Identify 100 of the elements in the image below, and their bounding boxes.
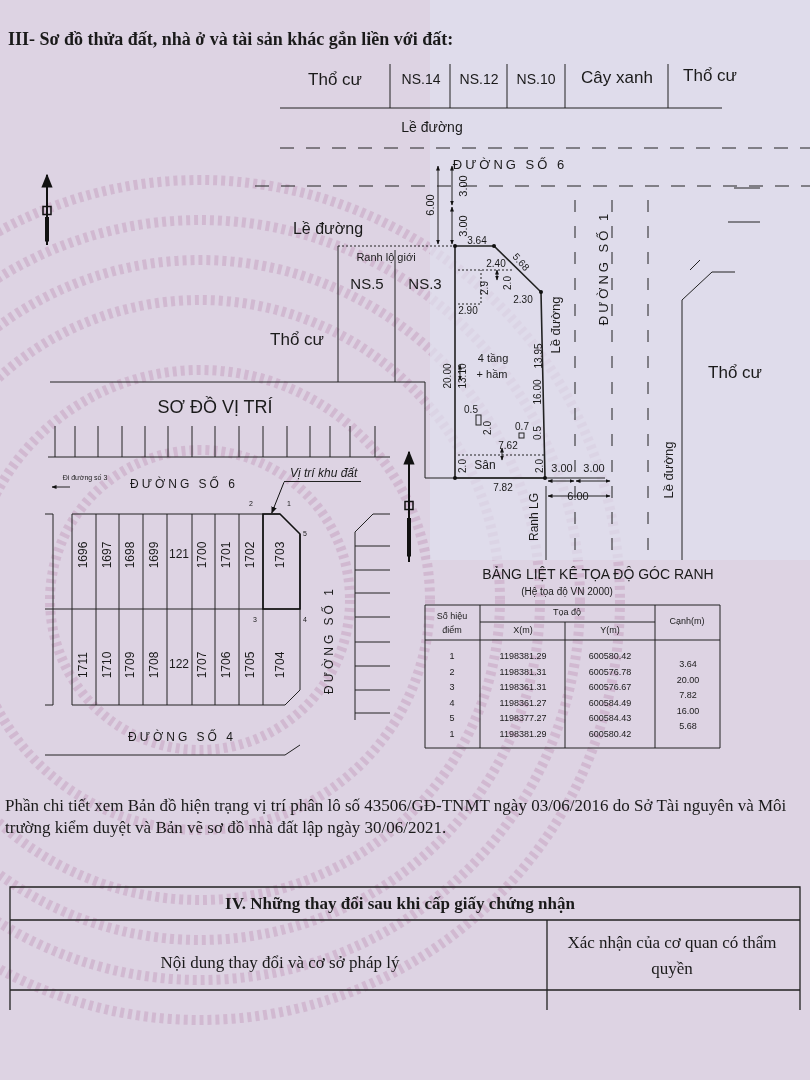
- table-cell: 1: [449, 652, 455, 662]
- dimension-label: 2.9: [478, 281, 490, 295]
- lot-number: 1710: [101, 651, 115, 679]
- table-cell: 5.68: [679, 722, 697, 732]
- dimension-label: 16.00: [531, 379, 543, 405]
- table-cell: 7.82: [679, 691, 697, 701]
- table-cell: 1198377.27: [499, 714, 547, 724]
- lot-number: 1703: [274, 541, 288, 569]
- dimension-label: 2.0: [456, 459, 468, 473]
- leader-line: [271, 481, 285, 514]
- area-label: Cây xanh: [581, 68, 653, 88]
- dimension-label: 0.7: [515, 420, 529, 432]
- table-cell: 600584.43: [588, 714, 632, 724]
- sidewalk-label: Lề đường: [548, 296, 564, 354]
- table-cell: 3: [449, 683, 455, 693]
- table-cell: 2: [449, 667, 455, 678]
- dimension-label: 0.5: [464, 403, 478, 415]
- lot-number: 1697: [101, 541, 115, 569]
- table-cell: 1: [449, 729, 455, 740]
- lot-number: 1707: [196, 651, 210, 679]
- table-cell: 20.00: [676, 675, 700, 686]
- dimension-label: 20.00: [441, 363, 453, 389]
- lot-number: 1708: [148, 651, 162, 679]
- lot-label: NS.10: [516, 72, 556, 88]
- sidewalk-label: Lề đường: [661, 441, 677, 499]
- table-subtitle: (Hệ tọa độ VN 2000): [521, 585, 613, 597]
- building-label: 4 tầng: [477, 351, 509, 365]
- building-label: + hầm: [476, 367, 508, 381]
- lot-number: 121: [169, 548, 189, 562]
- table-cell: 600580.42: [588, 729, 632, 740]
- lot-number: 1702: [244, 541, 258, 569]
- dimension-label: 3.00: [456, 175, 470, 197]
- column-header: Xác nhận của cơ quan có thẩm quyền: [566, 931, 778, 980]
- boundary-label: Ranh lộ giới: [356, 250, 416, 264]
- dimension-label: 2.0: [481, 421, 493, 435]
- area-label: Thổ cư: [270, 330, 324, 350]
- dimension-label: 2.0: [501, 276, 513, 290]
- yard-label: Sân: [474, 459, 496, 473]
- dimension-label: 2.40: [486, 257, 506, 269]
- section-title: III- Sơ đồ thửa đất, nhà ở và tài sản khác gắn liền với đất:: [8, 30, 454, 50]
- area-label: Thổ cư: [683, 66, 737, 86]
- lot-number: 1700: [196, 541, 210, 569]
- map-title: SƠ ĐỒ VỊ TRÍ: [157, 398, 273, 418]
- table-cell: 600584.49: [588, 698, 632, 709]
- column-header: Số hiệu điểm: [435, 609, 469, 636]
- table-heading: IV. Những thay đổi sau khi cấp giấy chứng nhận: [225, 894, 575, 914]
- dimension-label: 7.82: [493, 481, 513, 493]
- dimension-label: 3.64: [467, 234, 487, 246]
- table-cell: 600576.78: [588, 667, 632, 678]
- callout-text: Vị trí khu đất: [284, 467, 362, 483]
- table-cell: 1198381.29: [499, 652, 547, 662]
- column-header: Y(m): [600, 626, 620, 636]
- lot-number: 1699: [148, 541, 162, 569]
- dimension-label: 13.10: [456, 363, 468, 389]
- site-parcel-outline: [262, 513, 301, 610]
- table-cell: 1198381.31: [499, 667, 547, 678]
- dimension-label: 3.00: [551, 461, 573, 475]
- lot-label: NS.12: [459, 72, 499, 88]
- area-label: Thổ cư: [308, 70, 362, 90]
- table-cell: 5: [449, 714, 455, 724]
- road-label: ĐƯỜNG SỐ 1: [596, 210, 612, 326]
- lot-label: NS.14: [401, 72, 441, 88]
- road-label: ĐƯỜNG SỐ 1: [323, 586, 337, 694]
- table-cell: 16.00: [676, 706, 700, 717]
- table-cell: 1198361.27: [499, 698, 547, 709]
- dimension-label: 6.00: [423, 194, 437, 216]
- dimension-label: 13.95: [532, 343, 544, 369]
- road-label: ĐƯỜNG SỐ 6: [452, 157, 568, 173]
- boundary-label: Ranh LG: [528, 493, 542, 541]
- road-label: ĐƯỜNG SỐ 6: [130, 478, 238, 492]
- table-cell: 600576.67: [588, 683, 632, 693]
- column-header: Tọa độ: [553, 608, 581, 618]
- lot-number: 1706: [220, 651, 234, 679]
- column-header: Cạnh(m): [669, 617, 705, 627]
- lot-number: 1711: [77, 652, 91, 678]
- dimension-label: 7.62: [498, 439, 518, 451]
- lot-label: NS.3: [408, 275, 442, 293]
- sidewalk-label: Lề đường: [401, 120, 463, 136]
- lot-number: 1701: [220, 541, 234, 569]
- sidewalk-label: Lề đường: [292, 220, 364, 238]
- dimension-label: 3.00: [583, 461, 605, 475]
- lot-number: 1696: [77, 541, 91, 569]
- lot-label: NS.5: [350, 275, 384, 293]
- lot-number: 1698: [124, 541, 138, 569]
- column-header: X(m): [513, 626, 533, 636]
- table-cell: 1198361.31: [499, 683, 547, 693]
- note-paragraph: Phần chi tiết xem Bản đồ hiện trạng vị trí phân lô số 43506/GĐ-TNMT ngày 03/06/2016 do Sở Tài nguyên và Môi trường kiểm duyệt và Bản vẽ sơ đồ nhà đất lập ngày 30/06/2021.: [5, 795, 788, 840]
- lot-number: 1705: [244, 651, 258, 679]
- dimension-label: 0.5: [531, 426, 543, 440]
- dimension-label: 2.90: [458, 304, 478, 316]
- table-cell: 4: [449, 698, 455, 709]
- column-header: Nội dung thay đổi và cơ sở pháp lý: [160, 953, 400, 973]
- dimension-label: 2.30: [513, 293, 533, 305]
- area-label: Thổ cư: [708, 363, 762, 383]
- lot-number: 1704: [274, 651, 288, 679]
- table-cell: 1198381.29: [499, 729, 547, 740]
- lot-number: 1709: [124, 651, 138, 679]
- table-title: BẢNG LIỆT KÊ TỌA ĐỘ GÓC RANH: [482, 567, 714, 583]
- lot-number: 122: [169, 658, 189, 672]
- dimension-label: 3.00: [456, 215, 469, 237]
